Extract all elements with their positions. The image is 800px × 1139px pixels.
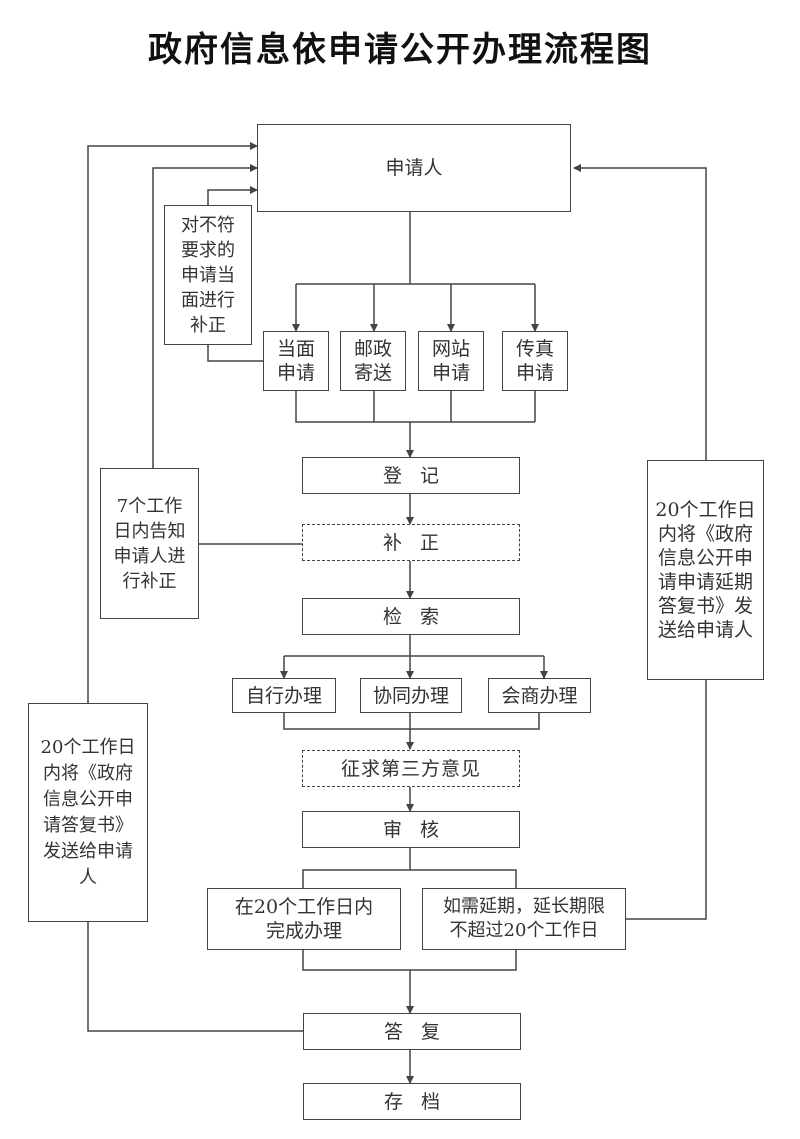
edge-merge-outcomes <box>302 950 517 1013</box>
node-consult-handle: 会商办理 <box>488 678 591 713</box>
diagram-title: 政府信息依申请公开办理流程图 <box>148 30 652 70</box>
note-onsite-correction: 对不符 要求的 申请当 面进行 补正 <box>164 205 252 345</box>
edge-replynote-applicant <box>87 142 258 703</box>
edge-note-to-applicant <box>207 186 258 205</box>
node-applicant: 申请人 <box>257 124 571 212</box>
edge-review-fanout <box>302 848 517 888</box>
node-joint-handle: 协同办理 <box>360 678 462 713</box>
edge-retrieve-fanout <box>284 635 544 657</box>
node-website: 网站 申请 <box>418 331 484 391</box>
node-retrieve: 检索 <box>302 598 520 635</box>
note-reply-letter: 20个工作日 内将《政府 信息公开申 请答复书》 发送给申请 人 <box>28 703 148 922</box>
edge-note7-applicant <box>152 164 258 468</box>
edge-extnote-applicant <box>573 164 707 460</box>
node-supplement: 补正 <box>302 524 520 561</box>
node-extend: 如需延期，延长期限 不超过20个工作日 <box>422 888 626 950</box>
node-register: 登记 <box>302 457 520 494</box>
edge-reply-note <box>87 922 303 1032</box>
edge-extend-note <box>626 680 707 920</box>
node-complete-20-days: 在20个工作日内 完成办理 <box>207 888 401 950</box>
node-third-party: 征求第三方意见 <box>302 750 520 787</box>
node-face-to-face: 当面 申请 <box>263 331 329 391</box>
node-postal: 邮政 寄送 <box>340 331 406 391</box>
edge-merge-channels <box>295 391 536 423</box>
edge-face-to-note <box>207 345 263 362</box>
edge-merge-handle <box>283 713 540 749</box>
node-review: 审核 <box>302 811 520 848</box>
note-extension-letter: 20个工作日 内将《政府 信息公开申 请申请延期 答复书》发 送给申请人 <box>647 460 764 680</box>
node-reply: 答复 <box>303 1013 521 1050</box>
node-archive: 存档 <box>303 1083 521 1120</box>
note-notify-7-days: 7个工作 日内告知 申请人进 行补正 <box>100 468 199 619</box>
node-self-handle: 自行办理 <box>232 678 336 713</box>
node-fax: 传真 申请 <box>502 331 568 391</box>
